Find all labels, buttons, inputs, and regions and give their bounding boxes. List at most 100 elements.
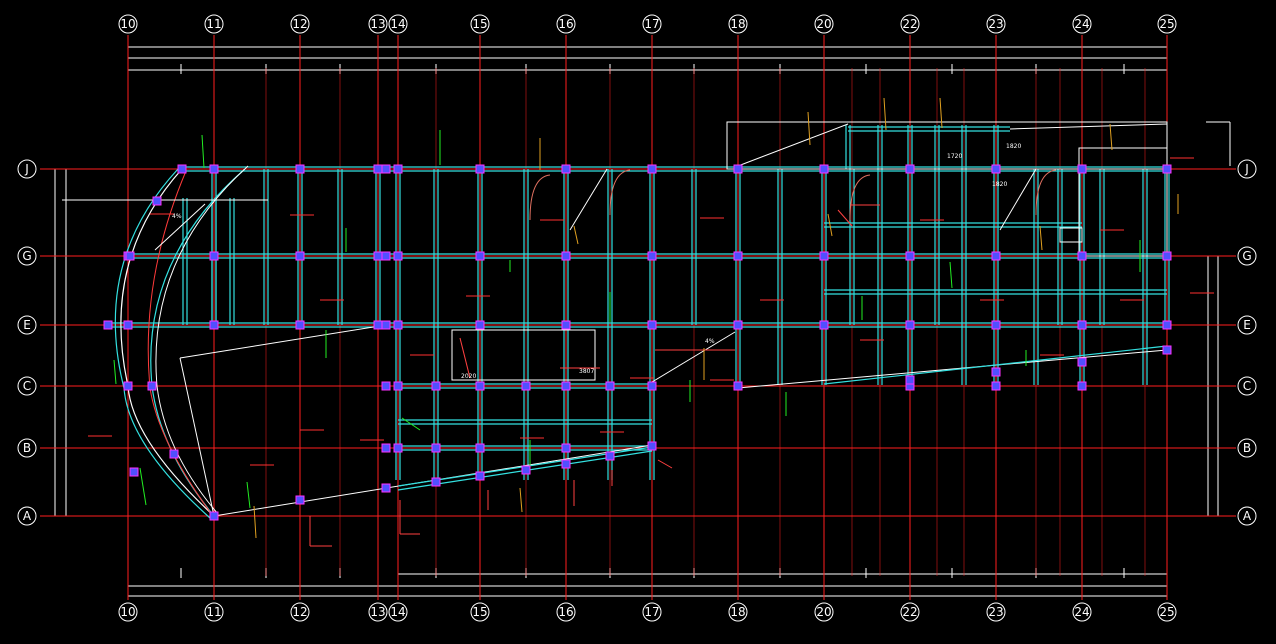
leader-line [657,459,673,469]
column [381,443,391,453]
grid-bubble-bottom-20: 20 [814,602,834,622]
room-tag: 3807 [579,368,594,375]
grid-bubble-top-16: 16 [556,14,576,34]
curved-facade-inner [114,168,211,519]
grid-bubble-label: 25 [1159,17,1174,31]
grid-bubbles: 1010111112121313141415151616171718182020… [17,14,1257,622]
grid-bubble-top-14: 14 [388,14,408,34]
grid-bubble-circle [368,14,388,34]
grid-bubble-label: 15 [472,605,487,619]
grid-bubble-bottom-17: 17 [642,602,662,622]
grid-bubble-label: A [23,509,32,523]
curved-facade-red [147,170,211,513]
column [991,381,1001,391]
grid-bubble-top-22: 22 [900,14,920,34]
annotation-mark [883,97,887,131]
annotation-mark [519,487,523,513]
grid-bubble-circle [986,14,1006,34]
grid-bubble-label: G [22,249,31,263]
column [521,465,531,475]
grid-lines [40,35,1236,600]
room-tag: 1820 [992,181,1007,188]
grid-bubble-right-C: C [1237,376,1257,396]
grid-bubble-right-A: A [1237,506,1257,526]
column [209,320,219,330]
curved-facade-outline [155,165,249,515]
grid-bubble-label: 17 [644,605,659,619]
column [123,381,133,391]
small-outline [1059,227,1083,243]
room-tag: 4% [705,338,715,345]
grid-bubble-bottom-12: 12 [290,602,310,622]
column [475,164,485,174]
grid-bubble-circle [986,602,1006,622]
grid-bubble-label: 11 [206,17,221,31]
grid-bubble-label: A [1243,509,1252,523]
grid-bubble-label: 24 [1074,605,1089,619]
grid-bubble-top-15: 15 [470,14,490,34]
column [475,320,485,330]
grid-bubble-left-B: B [17,438,37,458]
grid-bubble-label: B [1243,441,1251,455]
grid-bubble-circle [290,602,310,622]
column [561,251,571,261]
column [561,459,571,469]
grid-bubble-top-20: 20 [814,14,834,34]
grid-bubble-circle [388,14,408,34]
annotation-mark [1039,225,1043,251]
grid-bubble-circle [1072,602,1092,622]
column [561,443,571,453]
column [733,320,743,330]
grid-bubble-top-17: 17 [642,14,662,34]
grid-bubble-circle [642,602,662,622]
column [819,164,829,174]
leader-line [459,337,471,379]
column [1162,320,1172,330]
leader-line [837,209,853,227]
column [647,381,657,391]
room-tag: 1820 [1006,143,1021,150]
column [177,164,187,174]
column [209,164,219,174]
column [991,164,1001,174]
grid-bubble-label: 16 [558,605,573,619]
grid-bubble-circle [368,602,388,622]
grid-bubble-circle [814,14,834,34]
structural-columns [103,164,1172,521]
column [905,164,915,174]
grid-bubble-circle [556,602,576,622]
grid-bubble-top-25: 25 [1157,14,1177,34]
annotation-mark [1109,123,1113,151]
diagonal-line [651,331,736,383]
grid-bubble-label: 10 [120,17,135,31]
wall-lines [108,125,1170,480]
column [819,320,829,330]
column [431,381,441,391]
grid-bubble-label: 16 [558,17,573,31]
column [1162,251,1172,261]
grid-bubble-label: 18 [730,605,745,619]
grid-bubble-left-A: A [17,506,37,526]
column [733,164,743,174]
grid-bubble-label: 23 [988,605,1003,619]
slanted-wall [823,345,1168,385]
grid-bubble-circle [728,602,748,622]
grid-bubble-circle [900,14,920,34]
column [393,164,403,174]
column [431,443,441,453]
room-tag: 2020 [461,373,476,380]
grid-bubble-circle [1157,14,1177,34]
grid-bubble-circle [470,602,490,622]
room-outline [451,329,596,381]
grid-bubble-label: 12 [292,17,307,31]
column [381,320,391,330]
grid-bubble-circle [290,14,310,34]
room-tag: 4% [172,213,182,220]
column [561,164,571,174]
column [431,477,441,487]
column [905,375,915,385]
grid-bubble-bottom-18: 18 [728,602,748,622]
annotation-mark [201,134,205,169]
grid-bubble-bottom-15: 15 [470,602,490,622]
